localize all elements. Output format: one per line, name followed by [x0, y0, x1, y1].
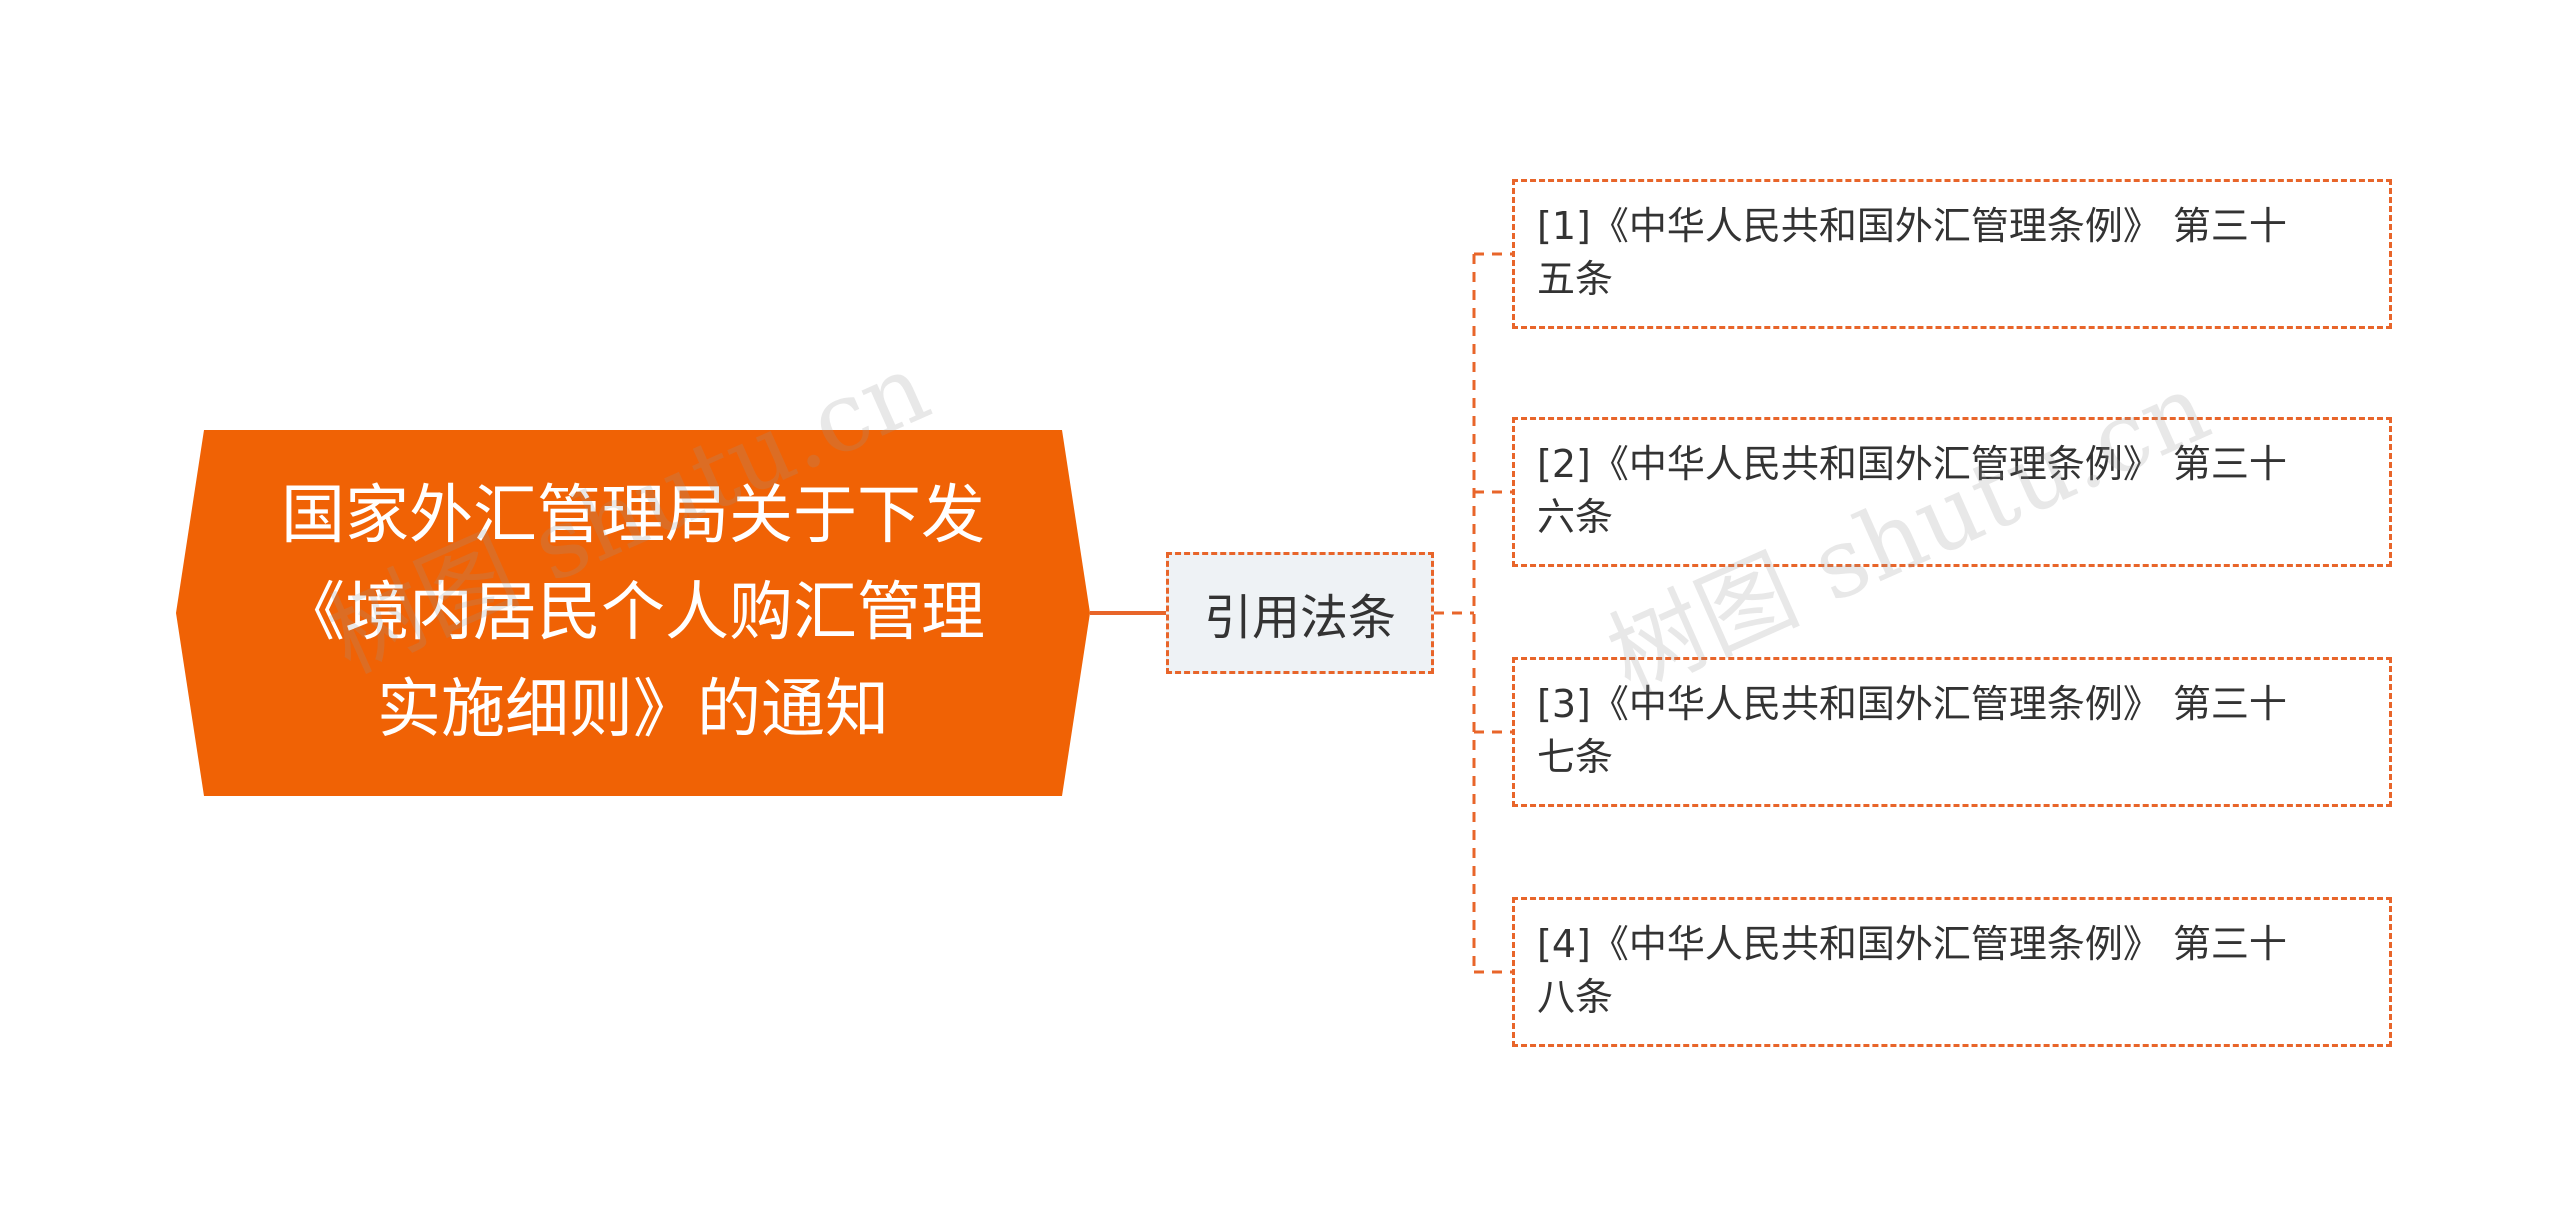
leaf-line: [4]《中华人民共和国外汇管理条例》 第三十: [1537, 922, 2287, 966]
root-topic-line: 实施细则》的通知: [377, 672, 889, 747]
root-topic-shape: [176, 430, 1090, 796]
leaf-node[interactable]: [1]《中华人民共和国外汇管理条例》 第三十 五条: [1512, 179, 2392, 329]
root-topic-line: 《境内居民个人购汇管理: [281, 575, 985, 650]
root-topic-text: 国家外汇管理局关于下发 《境内居民个人购汇管理 实施细则》的通知: [236, 470, 1030, 756]
leaf-line: 八条: [1537, 975, 1614, 1019]
leaf-node[interactable]: [3]《中华人民共和国外汇管理条例》 第三十 七条: [1512, 657, 2392, 807]
leaf-line: 六条: [1537, 495, 1614, 539]
root-topic-line: 国家外汇管理局关于下发: [281, 478, 985, 553]
leaf-node[interactable]: [2]《中华人民共和国外汇管理条例》 第三十 六条: [1512, 417, 2392, 567]
subtopic-label: 引用法条: [1203, 590, 1396, 646]
subtopic-node[interactable]: 引用法条: [1166, 552, 1434, 674]
leaf-line: [1]《中华人民共和国外汇管理条例》 第三十: [1537, 204, 2287, 248]
leaf-line: [3]《中华人民共和国外汇管理条例》 第三十: [1537, 682, 2287, 726]
root-topic-node[interactable]: 国家外汇管理局关于下发 《境内居民个人购汇管理 实施细则》的通知: [176, 430, 1090, 796]
leaf-line: 五条: [1537, 257, 1614, 301]
mid-to-leaves-connector: [1434, 252, 1512, 974]
leaf-node[interactable]: [4]《中华人民共和国外汇管理条例》 第三十 八条: [1512, 897, 2392, 1047]
leaf-line: [2]《中华人民共和国外汇管理条例》 第三十: [1537, 442, 2287, 486]
leaf-line: 七条: [1537, 735, 1614, 779]
